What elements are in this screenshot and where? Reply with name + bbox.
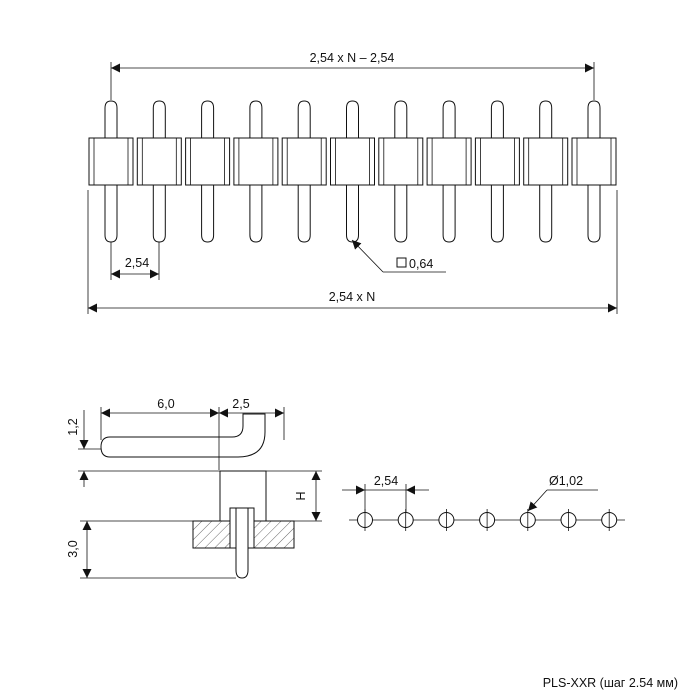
dimension-pin-height: 1,2 (66, 410, 220, 487)
pcb-layout: 2,54 Ø1,02 (342, 474, 625, 531)
pin (88, 100, 134, 243)
dimension-hole-pitch: 2,54 (342, 474, 429, 512)
pin (523, 100, 569, 243)
dim-label-total: 2,54 x N (329, 290, 376, 304)
dim-label-pin-height: 1,2 (66, 418, 80, 435)
side-view: 6,0 2,5 1,2 H 3,0 (66, 397, 322, 579)
pin (571, 100, 617, 243)
square-symbol-icon (396, 257, 407, 268)
bent-pin (100, 413, 266, 458)
dimension-pitch: 2,54 (110, 242, 160, 280)
dimension-bend-offset: 2,5 (219, 397, 285, 440)
pin-tail (235, 507, 249, 579)
hole (560, 509, 577, 531)
dimension-hole-diameter: Ø1,02 (527, 474, 598, 512)
dim-label-mount-length: 3,0 (66, 540, 80, 557)
hole-row (357, 509, 618, 531)
hole (438, 509, 455, 531)
dimension-pitch-span: 2,54 x N – 2,54 (110, 51, 595, 100)
pin (330, 100, 375, 243)
pin-row (88, 100, 617, 243)
dim-label-pitch: 2,54 (125, 256, 149, 270)
hole (479, 509, 496, 531)
dim-label-hole-pitch: 2,54 (374, 474, 398, 488)
hole (397, 509, 414, 531)
dim-label-housing-height: H (294, 491, 308, 500)
dimension-pin-square: 0,64 (351, 239, 446, 273)
dimension-housing-height: H (266, 470, 322, 522)
dim-label-tail-length: 6,0 (157, 397, 174, 411)
hole (519, 509, 536, 531)
dim-label-pin-square: 0,64 (409, 257, 433, 271)
dimension-tail-length: 6,0 (100, 397, 220, 470)
pin (185, 100, 231, 243)
pin (281, 100, 327, 243)
dim-label-pitch-span: 2,54 x N – 2,54 (310, 51, 395, 65)
pin (474, 100, 520, 243)
hole (601, 509, 618, 531)
hole (357, 509, 373, 531)
pin (233, 100, 279, 243)
dim-label-bend-offset: 2,5 (232, 397, 249, 411)
top-view: 2,54 x N – 2,54 2,54 0,64 2,54 x N (87, 51, 618, 314)
drawing-caption: PLS-XXR (шаг 2.54 мм) (542, 676, 678, 690)
pin (426, 100, 472, 243)
pin (378, 100, 424, 243)
pin (136, 100, 182, 243)
dimension-total: 2,54 x N (87, 190, 618, 314)
dimension-mount-length: 3,0 (66, 520, 236, 579)
dim-label-hole-diameter: Ø1,02 (549, 474, 583, 488)
